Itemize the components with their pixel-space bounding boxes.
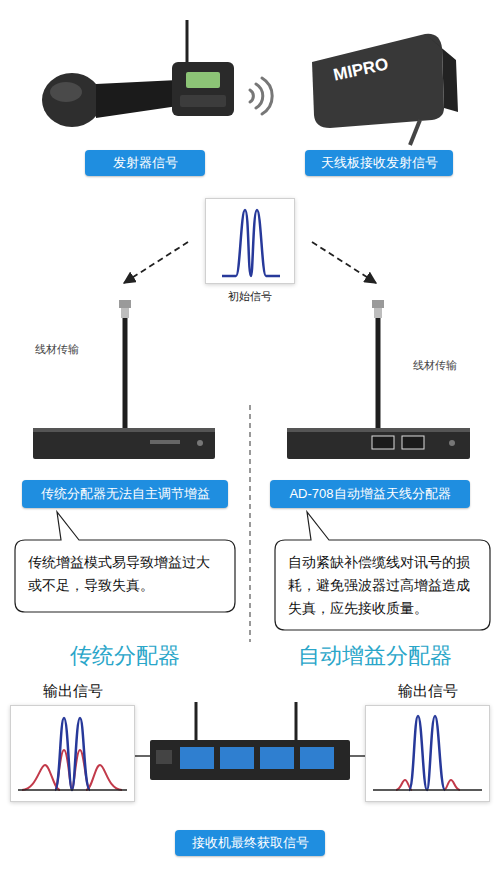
antenna-panel-illustration [312, 34, 458, 145]
receiver-antenna [195, 702, 198, 742]
node-text: 输出信号 [0, 682, 154, 701]
output-signal-right [373, 716, 482, 790]
device-top [33, 428, 215, 432]
signal-peaks [409, 716, 445, 790]
caption-box: 天线板接收发射信号 [305, 150, 453, 176]
caption-box: 接收机最终获取信号 [175, 830, 325, 856]
device-body [287, 428, 470, 459]
signal-box: 初始信号 [205, 198, 295, 284]
node-text: 输出信号 [346, 682, 500, 701]
signal-peaks [55, 718, 90, 790]
bodypack-panel [180, 95, 226, 107]
device-button [449, 440, 455, 446]
bodypack [172, 62, 234, 116]
signal-peaks [222, 210, 280, 276]
node-text: 初始信号 [186, 289, 314, 304]
bubble-text: 自动紧缺补偿缆线对讯号的损耗，避免强波器过高增益造成失真，应先接收质量。 [275, 540, 490, 631]
cable-connector [374, 308, 382, 318]
cable-connector [372, 300, 384, 308]
node-text: 传统分配器无法自主调节增益 [41, 485, 210, 503]
receiver-antenna [295, 702, 298, 742]
wave-arc [262, 78, 272, 114]
separator-line [249, 405, 250, 642]
wireless-symbol [250, 78, 272, 114]
bodypack-display [186, 72, 220, 88]
bubble-outline [15, 512, 235, 612]
device-top [287, 428, 470, 432]
receiver-illustration [150, 702, 350, 780]
antenna-panel-side [425, 34, 458, 112]
speech-bubble: 传统增益模式易导致增益过大或不足，导致失真。 [15, 540, 235, 612]
connection-line [348, 755, 365, 757]
distortion-peak [444, 780, 460, 790]
section-heading: 自动增益分配器 [285, 641, 465, 671]
bubble-outline-svg [15, 540, 235, 612]
signal-box: 输出信号 [365, 705, 490, 802]
antenna-mount [410, 120, 420, 145]
cable-connector [121, 308, 129, 318]
mic-grille-highlight [50, 82, 82, 102]
microphone-illustration [42, 20, 234, 127]
node-text: 接收机最终获取信号 [192, 834, 309, 852]
receiver-display [300, 747, 334, 769]
bodypack-antenna [186, 20, 189, 64]
section-heading: 传统分配器 [40, 641, 210, 671]
cable-left [119, 300, 131, 430]
connection-line [135, 755, 152, 757]
node-text: AD-708自动增益天线分配器 [289, 485, 450, 503]
mic-handle [96, 80, 178, 118]
distortion-peak [86, 765, 122, 790]
bubble-text: 传统增益模式易导致增益过大或不足，导致失真。 [15, 540, 235, 608]
receiver-display [220, 747, 254, 769]
caption-box: 发射器信号 [85, 150, 205, 176]
receiver-display [180, 747, 214, 769]
wave-arc [250, 90, 253, 102]
bubble-outline [275, 512, 490, 630]
caption-box: 传统分配器无法自主调节增益 [22, 480, 228, 508]
auto-gain-distributor [287, 428, 470, 459]
signal-box: 输出信号 [10, 705, 135, 802]
output-signal-left [18, 718, 127, 790]
node-text: 发射器信号 [113, 154, 178, 172]
traditional-distributor [33, 428, 215, 459]
caption-box: AD-708自动增益天线分配器 [270, 480, 470, 508]
cable-line [123, 318, 128, 430]
node-text: 天线板接收发射信号 [321, 154, 438, 172]
cable-connector [119, 300, 131, 308]
device-button [197, 440, 203, 446]
baseline [373, 789, 482, 791]
receiver-panel [156, 750, 172, 764]
speech-bubble: 自动紧缺补偿缆线对讯号的损耗，避免强波器过高增益造成失真，应先接收质量。 [275, 540, 490, 630]
cable-right [372, 300, 384, 430]
antenna-panel [312, 34, 444, 128]
mic-grille [42, 73, 102, 127]
cable-line [376, 318, 381, 430]
cable-label: 线材传输 [22, 342, 92, 357]
split-arrow [312, 242, 376, 283]
brand-logo: MIPRO [325, 53, 398, 87]
device-display [402, 436, 424, 449]
device-body [33, 428, 215, 459]
cable-label: 线材传输 [400, 358, 470, 373]
split-arrow [124, 242, 188, 283]
receiver-body [150, 740, 350, 780]
receiver-display [260, 747, 294, 769]
baseline [18, 789, 127, 791]
distortion-peak [22, 765, 60, 790]
wave-arc [256, 84, 263, 108]
device-display [372, 436, 394, 449]
device-detail [150, 440, 180, 444]
